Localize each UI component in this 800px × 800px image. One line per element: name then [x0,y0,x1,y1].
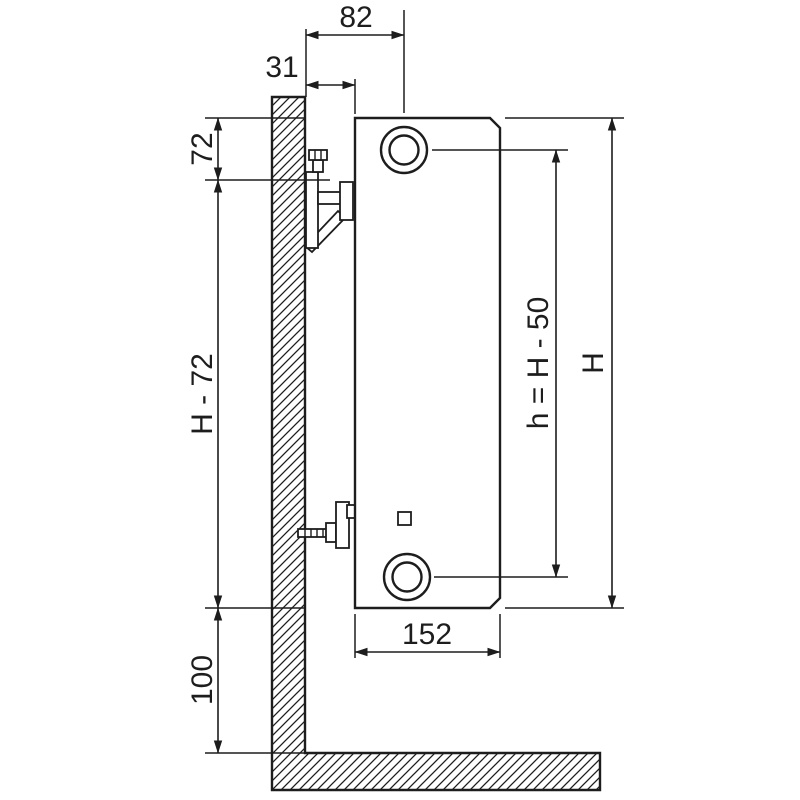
dimension-label: H - 72 [186,353,219,435]
lower-bracket-plate [335,501,350,549]
dimension-31: 31 [265,51,356,114]
lower-bracket-screw-head [325,522,337,543]
dimension-label: 72 [186,132,219,165]
dimension-H: H [505,117,624,609]
upper-bracket-hook [339,181,354,221]
dimension-label: 31 [265,51,298,84]
dimension-152: 152 [354,614,501,658]
radiator-body [353,116,502,610]
wall-floor-section [270,95,602,792]
drain-plug [397,511,412,526]
radiator [353,116,502,610]
top-pipe-connection [379,125,429,175]
dimension-label: 152 [402,618,452,651]
dimension-100: 100 [186,607,305,754]
bottom-pipe-connection [382,552,432,602]
wall-and-floor [270,95,602,792]
bottom-pipe-connection-inner [391,561,423,593]
dimension-h-equals-H-minus-50: h = H - 50 [432,149,568,578]
dimension-H-minus-72: H - 72 [186,179,305,609]
dimension-72: 72 [186,117,330,181]
upper-bracket-screw-stem [312,159,324,173]
dimension-label: 100 [186,655,219,705]
upper-bracket-screw-head [308,149,328,161]
top-pipe-connection-inner [388,134,420,166]
dimension-label: 82 [339,1,372,34]
upper-wall-bracket [303,149,354,254]
upper-bracket-wall-plate [305,171,319,249]
lower-wall-bracket [297,501,356,549]
dimension-label: h = H - 50 [522,297,555,430]
dimension-label: H [577,352,610,374]
upper-bracket-arm [317,191,343,205]
